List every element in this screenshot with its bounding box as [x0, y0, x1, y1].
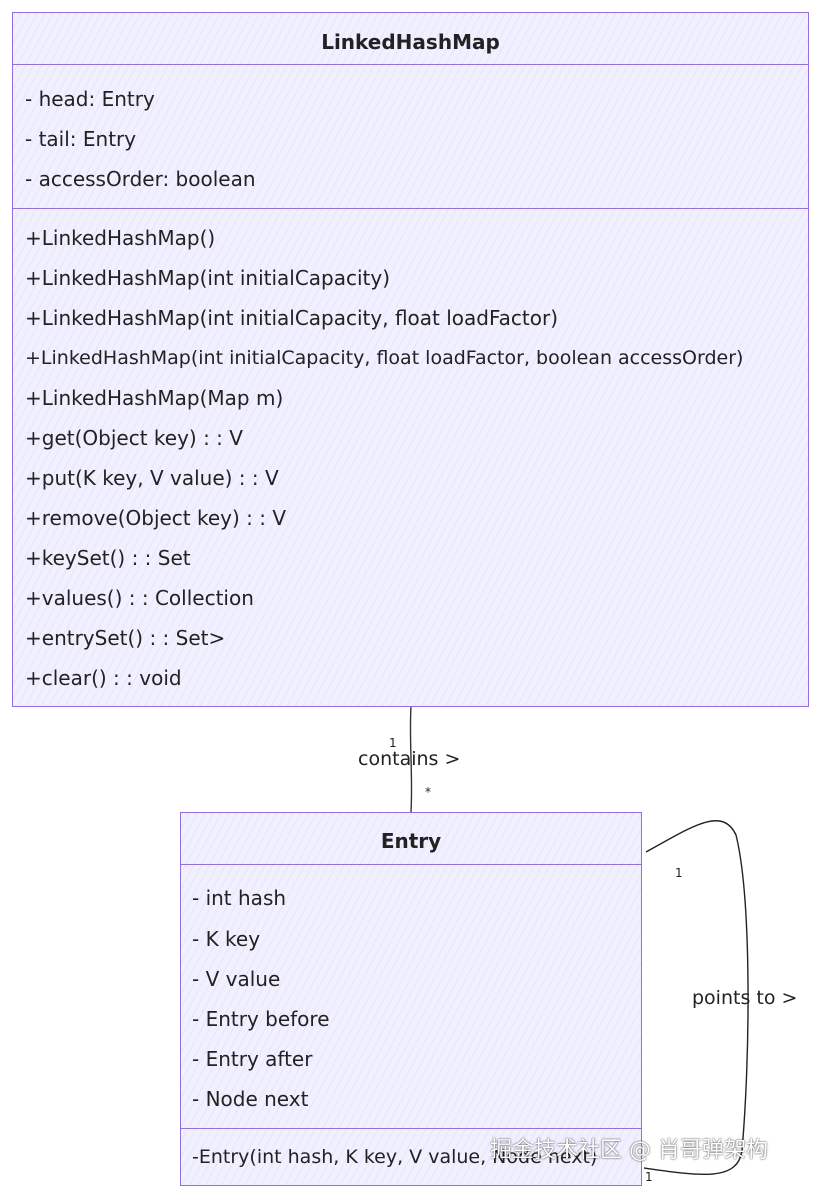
linkedhashmap-method: +keySet() : : Set [25, 546, 191, 570]
linkedhashmap-class-name: LinkedHashMap [321, 30, 500, 54]
linkedhashmap-title-divider [13, 64, 808, 65]
linkedhashmap-class-box: LinkedHashMap - head: Entry - tail: Entr… [12, 12, 809, 707]
linkedhashmap-method: +LinkedHashMap(Map m) [25, 386, 284, 410]
contains-from-multiplicity: 1 [389, 736, 397, 750]
points-to-to-multiplicity: 1 [645, 1170, 653, 1184]
contains-to-multiplicity: * [425, 785, 431, 799]
linkedhashmap-method: +put(K key, V value) : : V [25, 466, 279, 490]
linkedhashmap-method: +clear() : : void [25, 666, 182, 690]
linkedhashmap-attribute: - head: Entry [25, 87, 155, 111]
points-to-label: points to > [692, 987, 798, 1009]
watermark-text: 掘金技术社区 @ 肖哥弹架构 [490, 1138, 768, 1163]
linkedhashmap-method: +LinkedHashMap(int initialCapacity) [25, 266, 391, 290]
linkedhashmap-method: +LinkedHashMap(int initialCapacity, floa… [25, 347, 744, 369]
entry-class-box: Entry - int hash - K key - V value - Ent… [180, 812, 642, 1186]
points-to-self-loop [643, 820, 749, 1176]
linkedhashmap-attribute: - accessOrder: boolean [25, 167, 256, 191]
linkedhashmap-method: +LinkedHashMap() [25, 226, 216, 250]
entry-attribute: - Node next [192, 1087, 309, 1111]
entry-attribute: - K key [192, 927, 261, 951]
entry-attribute: - V value [192, 967, 281, 991]
linkedhashmap-attribute: - tail: Entry [25, 127, 137, 151]
entry-attributes-divider [181, 1128, 641, 1129]
linkedhashmap-method: +LinkedHashMap(int initialCapacity, floa… [25, 306, 559, 330]
entry-method: -Entry(int hash, K key, V value, Node ne… [192, 1146, 598, 1168]
linkedhashmap-method: +values() : : Collection [25, 586, 254, 610]
linkedhashmap-attributes-divider [13, 208, 808, 209]
linkedhashmap-method: +entrySet() : : Set> [25, 626, 226, 650]
entry-attribute: - Entry after [192, 1047, 313, 1071]
linkedhashmap-method: +remove(Object key) : : V [25, 506, 287, 530]
entry-attribute: - int hash [192, 886, 287, 910]
points-to-from-multiplicity: 1 [675, 866, 683, 880]
contains-label: contains > [358, 748, 461, 770]
linkedhashmap-method: +get(Object key) : : V [25, 426, 243, 450]
entry-class-name: Entry [380, 829, 442, 853]
entry-title-divider [181, 864, 641, 865]
entry-attribute: - Entry before [192, 1007, 330, 1031]
contains-line [409, 706, 413, 813]
